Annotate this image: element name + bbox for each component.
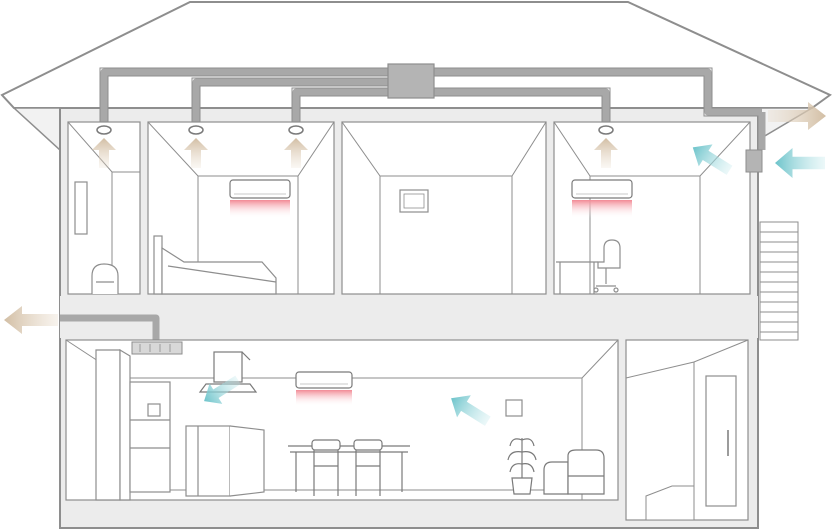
bed-icon <box>153 235 277 295</box>
wall-vent-icon <box>745 149 763 173</box>
refrigerator-icon <box>185 425 265 497</box>
duct-system <box>60 68 766 344</box>
room-upper-3 <box>341 121 547 295</box>
ventilation-unit-icon <box>387 63 435 99</box>
ceiling-vent-icon <box>96 125 614 135</box>
dining-table-icon <box>288 439 410 496</box>
chair-icon <box>91 263 119 294</box>
sofa-icon <box>543 449 605 495</box>
room-lower-entry <box>625 339 749 521</box>
exhaust-arrow-left <box>4 306 58 334</box>
duct-outline <box>99 67 766 122</box>
ceiling-vent-lower-icon <box>131 341 183 355</box>
kitchen-cabinets <box>95 348 171 501</box>
exhaust-arrow-right <box>768 102 826 130</box>
potted-plant-icon <box>507 438 537 495</box>
air-conditioner-icon <box>229 179 633 218</box>
desk-chair-icon <box>593 239 621 293</box>
air-conditioner-lower-icon <box>295 371 353 406</box>
exterior-stairs-icon <box>759 221 799 341</box>
